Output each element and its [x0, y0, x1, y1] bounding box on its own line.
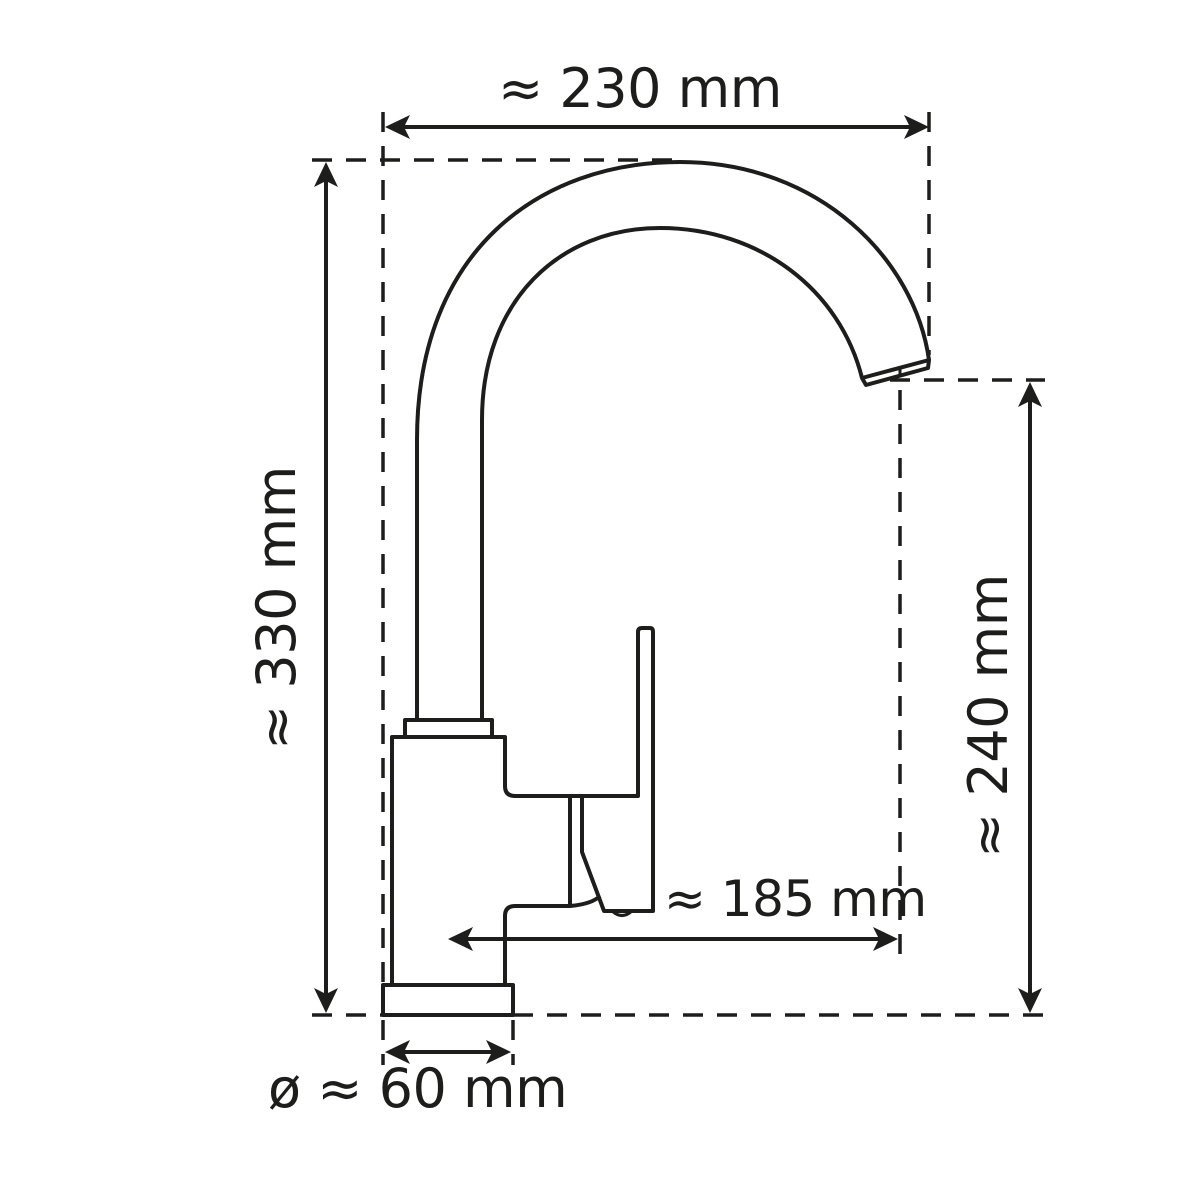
- dim-330-arrow-bottom: [314, 988, 338, 1013]
- spout-outlet: [860, 358, 931, 387]
- label-height-240: ≈ 240 mm: [957, 574, 1020, 858]
- faucet-body: [381, 160, 931, 1017]
- dim-240-arrow-top: [1018, 382, 1042, 407]
- handle-knob: [610, 909, 634, 917]
- label-diameter-60: ø ≈ 60 mm: [268, 1057, 568, 1120]
- handle-joint-curve: [569, 894, 602, 908]
- label-height-330: ≈ 330 mm: [245, 466, 308, 750]
- dim-230-arrow-right: [904, 115, 929, 139]
- dim-60-arrow-left: [385, 1040, 410, 1064]
- handle-lever: [580, 626, 655, 913]
- label-reach-185: ≈ 185 mm: [664, 870, 927, 928]
- label-width-230: ≈ 230 mm: [498, 57, 782, 120]
- dim-240-arrow-bottom: [1018, 988, 1042, 1013]
- dim-185-arrow-left: [448, 927, 473, 951]
- dimension-arrows: [314, 115, 1042, 1064]
- extension-lines: [312, 112, 1045, 1065]
- dim-230-arrow-left: [385, 115, 410, 139]
- collar: [403, 718, 494, 739]
- spout-inner-edge: [480, 226, 864, 720]
- spout-outer-edge: [415, 160, 931, 720]
- base-plate: [381, 983, 515, 1017]
- mixer-body: [390, 735, 572, 987]
- dim-185-arrow-right: [873, 927, 898, 951]
- dim-60-arrow-right: [486, 1040, 511, 1064]
- dim-330-arrow-top: [314, 162, 338, 187]
